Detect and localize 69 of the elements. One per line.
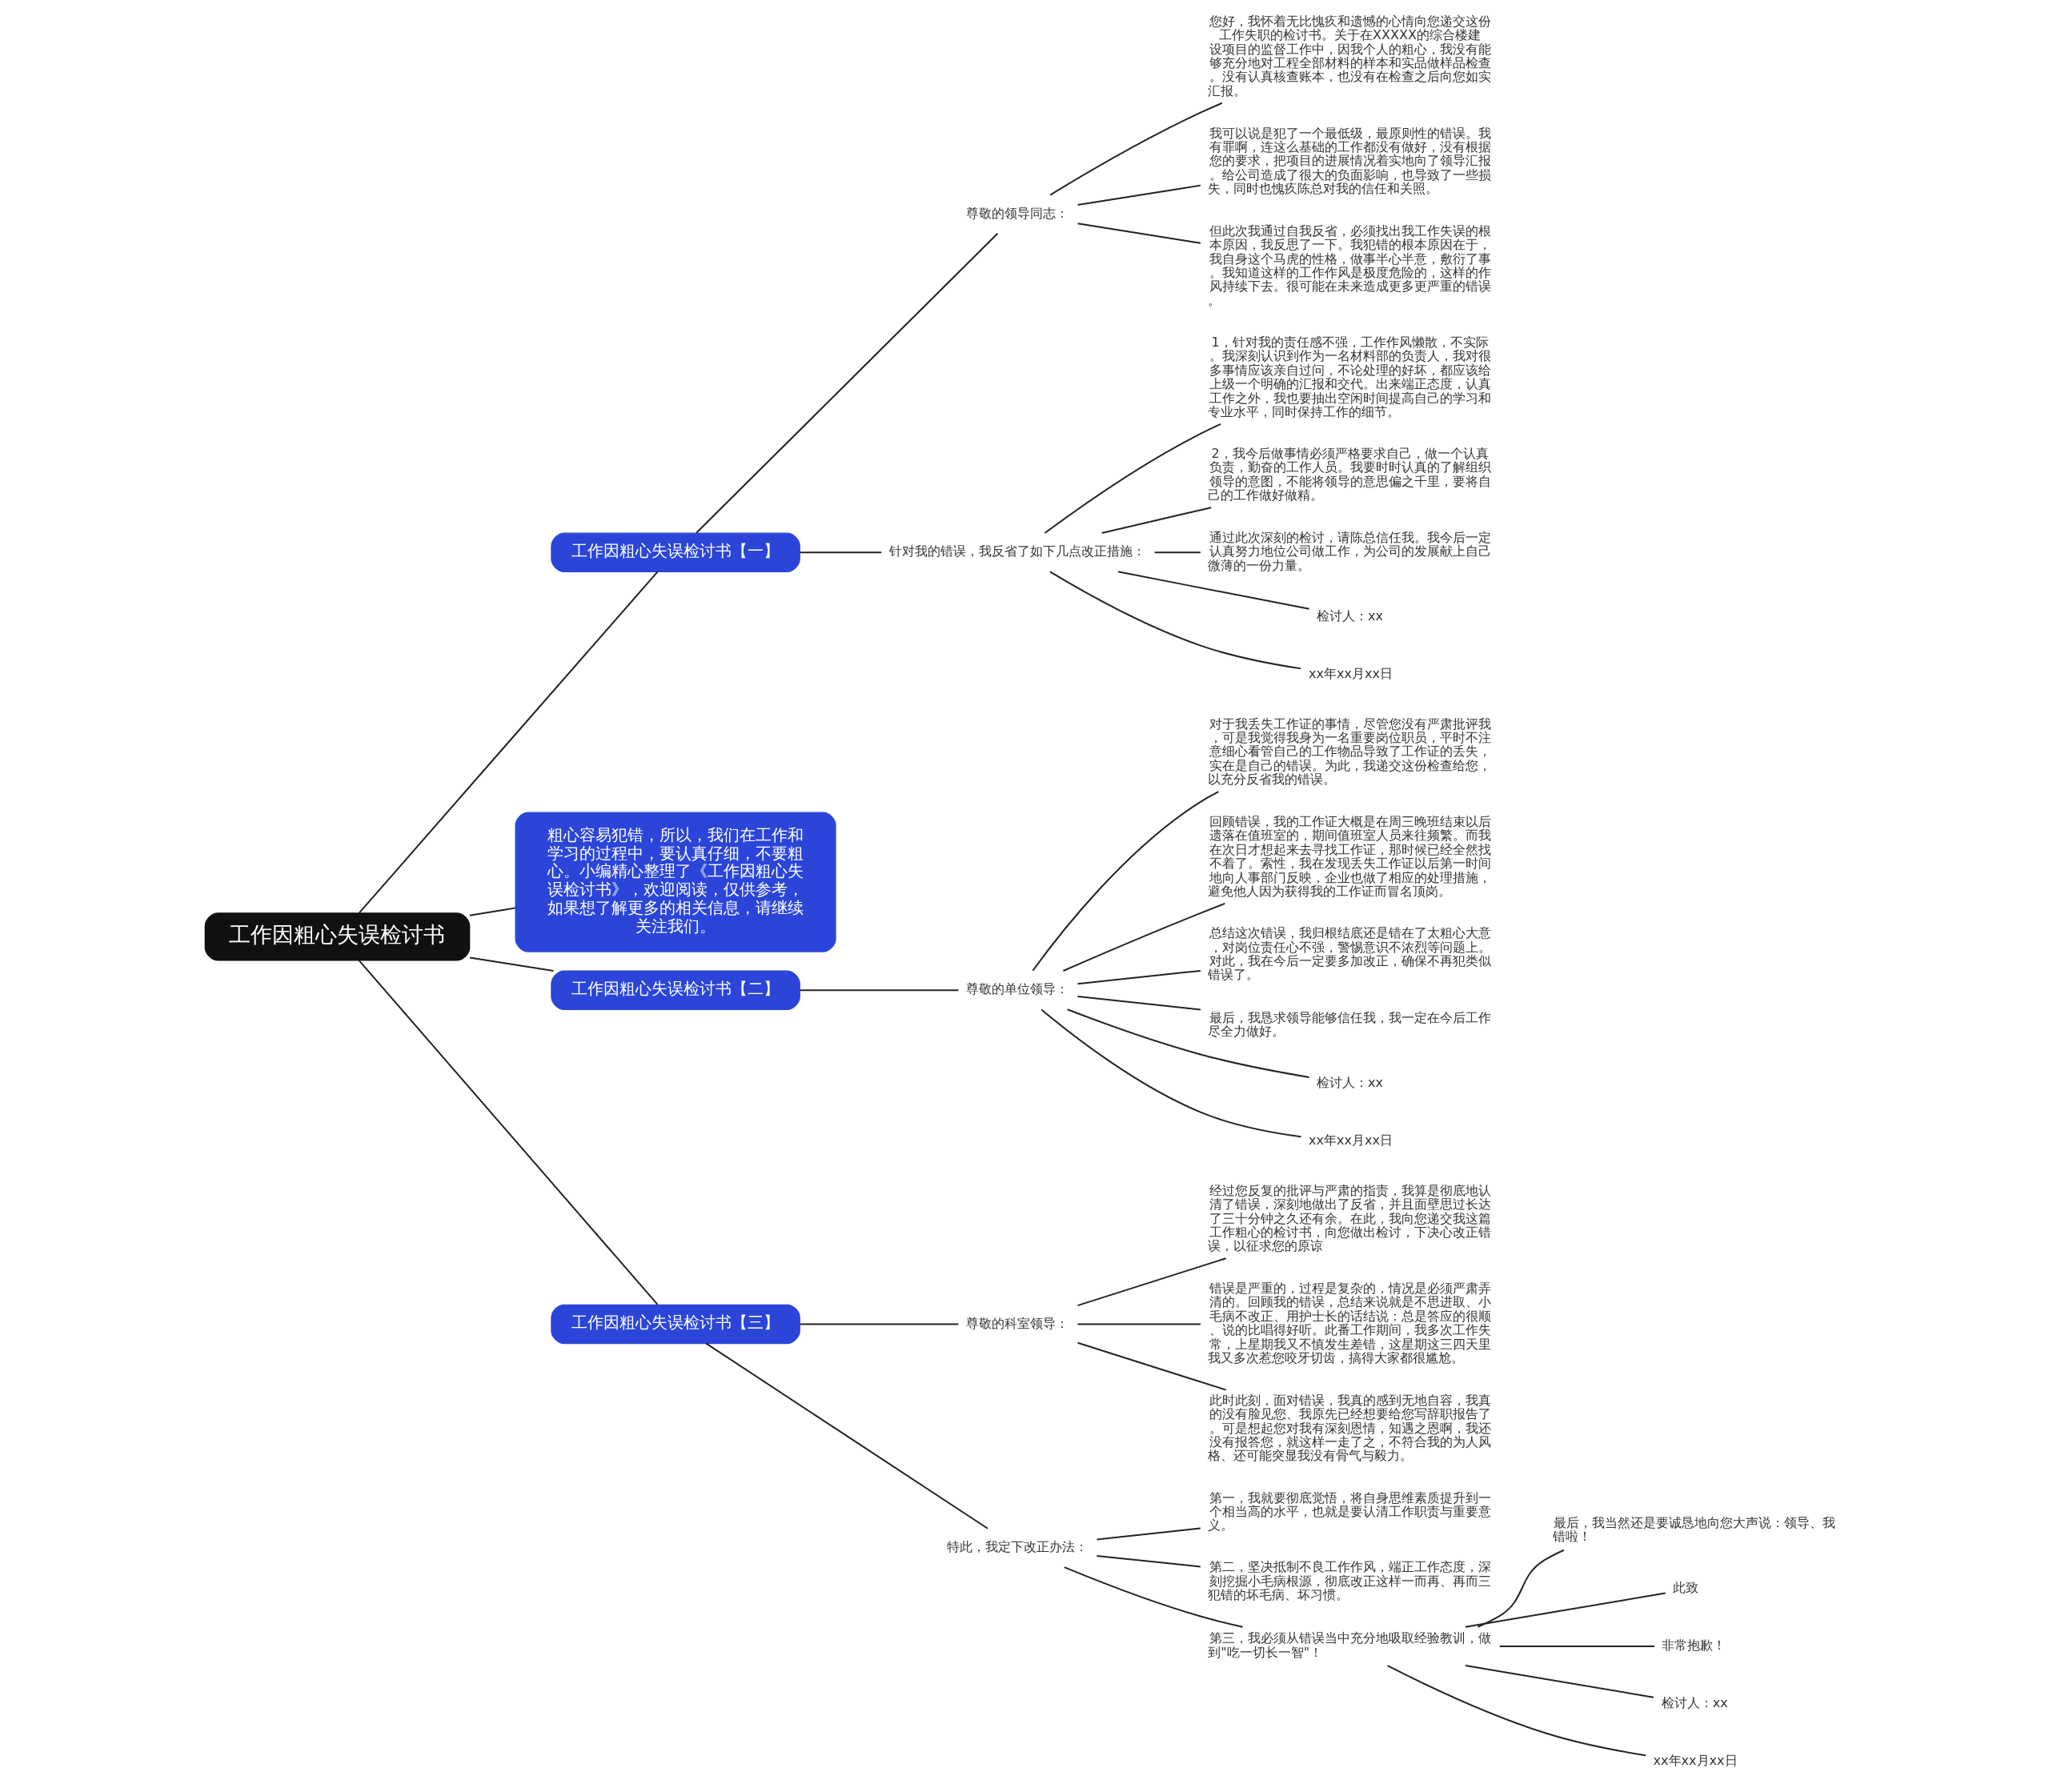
connector (1077, 1257, 1226, 1307)
node-text: 第一，我就要彻底觉悟，将自身思维素质提升到一个相当高的水平，也就是要认清工作职责与重要意义。 (1208, 1489, 1491, 1533)
node-text: 检讨人：xx (1317, 1074, 1384, 1090)
connector (1465, 1592, 1666, 1628)
connector (696, 233, 999, 534)
node-box: 粗心容易犯错，所以，我们在工作和学习的过程中，要认真仔细，不要粗心。小编精心整理了《工作因粗心失误检讨书》，欢迎阅读，仅供参考，如果想了解更多的相关信息，请继续关注我们。 (515, 812, 836, 952)
node-text: 针对我的错误，我反省了如下几点改正措施： (888, 543, 1145, 559)
node-text: 此致 (1673, 1579, 1699, 1595)
node-text: 我可以说是犯了一个最低级，最原则性的错误。我有罪啊，连这么基础的工作都没有做好，没有根据您的要求，把项目的进展情况着实地向了领导汇报。给公司造成了很大的负面影响，也导致了一些损失，同时也愧疚陈总对我的信任和关照。 (1208, 125, 1491, 197)
connector (469, 956, 554, 972)
connector (1077, 222, 1201, 244)
node-text: 总结这次错误，我归根结底还是错在了太粗心大意，对岗位责任心不强，警惕意识不浓烈等问题上。对此，我在今后一定要多加改正，确保不再犯类似错误了。 (1208, 925, 1491, 983)
connector (1077, 996, 1201, 1011)
connector (1499, 1645, 1654, 1647)
node-text: xx年xx月xx日 (1309, 1132, 1393, 1148)
node-text: 错误是严重的，过程是复杂的，情况是必须严肃弄清的。回顾我的错误，总结来说就是不思进取、小毛病不改正、用护士长的话结说：总是答应的很顺、说的比唱得好听。此番工作期间，我多次工作失常，上星期我又不慎发生差错，这星期这三四天里我又多次惹您咬牙切齿，搞得大家都很尴尬。 (1208, 1281, 1491, 1365)
node-text: 尊敬的单位领导： (966, 981, 1069, 997)
connector (1077, 1323, 1201, 1325)
node-text: 您好，我怀着无比愧疚和遗憾的心情向您递交这份工作失职的检讨书。关于在XXXXX的综合楼建设项目的监督工作中，因我个人的粗心，我没有能够充分地对工程全部材料的样本和实品做样品检查。没有认真核查账本，也没有在检查之后向您如实汇报。 (1208, 13, 1491, 98)
connector (1044, 423, 1221, 534)
node-text: 特此，我定下改正办法： (947, 1539, 1089, 1555)
connector (1117, 571, 1309, 610)
node-text: 最后，我恳求领导能够信任我，我一定在今后工作尽全力做好。 (1208, 1009, 1491, 1040)
node-text: 尊敬的领导同志： (966, 205, 1069, 221)
node-box: 工作因粗心失误检讨书【三】 (551, 1304, 800, 1345)
node-text: 尊敬的科室领导： (966, 1315, 1069, 1331)
node-text: 但此次我通过自我反省，必须找出我工作失误的根本原因，我反思了一下。我犯错的根本原因在于，我自身这个马虎的性格，做事半心半意，敷衍了事。我知道这样的工作作风是极度危险的，这样的作风持续下去。很可能在未来造成更多更严重的错误。 (1208, 222, 1491, 308)
node-text: 通过此次深刻的检讨，请陈总信任我。我今后一定认真努力地位公司做工作，为公司的发展献上自己微薄的一份力量。 (1208, 530, 1491, 573)
connector (800, 551, 882, 554)
node-text: xx年xx月xx日 (1309, 665, 1393, 681)
connector (469, 907, 516, 916)
connector (1049, 102, 1223, 196)
node-text: 第三，我必须从错误当中充分地吸取经验教训，做到"吃一切长一智"！ (1208, 1630, 1491, 1660)
node-text: 第二，坚决抵制不良工作作风，端正工作态度，深刻挖掘小毛病根源，彻底改正这样一而再、再而三犯错的坏毛病、坏习惯。 (1208, 1559, 1491, 1603)
connector (1097, 1554, 1201, 1568)
connector (1077, 1341, 1226, 1391)
node-text: 检讨人：xx (1317, 607, 1384, 623)
connector (1041, 1008, 1301, 1138)
node-text: 检讨人：xx (1661, 1695, 1728, 1711)
connector (800, 1323, 959, 1325)
connector (1477, 1549, 1565, 1628)
connector (800, 989, 959, 992)
node-text: 最后，我当然还是要诚恳地向您大声说：领导、我错啦！ (1552, 1514, 1836, 1545)
connector (1077, 184, 1201, 206)
connector (1064, 1566, 1243, 1628)
connector (358, 960, 659, 1305)
node-text: 1，针对我的责任感不强，工作作风懒散，不实际。我深刻认识到作为一名材料部的负责人，我对很多事情应该亲自过问，不论处理的好坏，都应该给上级一个明确的汇报和交代。出来端正态度，认真工作之外，我也要抽出空闲时间提高自己的学习和专业水平，同时保持工作的细节。 (1208, 334, 1491, 419)
node-box: 工作因粗心失误检讨书 (204, 912, 471, 961)
node-text: 2，我今后做事情必须严格要求自己，做一个认真负责，勤奋的工作人员。我要时时认真的了解组织领导的意图，不能将领导的意思偏之千里，要将自己的工作做好做精。 (1208, 446, 1491, 503)
connector (1101, 507, 1212, 535)
connector (359, 571, 659, 914)
connector (1465, 1665, 1654, 1698)
node-text: 此时此刻，面对错误，我真的感到无地自容，我真的没有脸见您、我原先已经想要给您写辞职报告了。可是想起您对我有深刻恩情，知遇之恩啊，我还没有报答您，就这样一走了之，不符合我的为人风格、还可能突显我没有骨气与毅力。 (1208, 1392, 1491, 1464)
node-text: 非常抱歉！ (1662, 1638, 1726, 1654)
node-box: 工作因粗心失误检讨书【二】 (551, 970, 800, 1010)
connector (1077, 969, 1201, 985)
node-text: 对于我丢失工作证的事情，尽管您没有严肃批评我，可是我觉得我身为一名重要岗位职员，平时不注意细心看管自己的工作物品导致了工作证的丢失，实在是自己的错误。为此，我递交这份检查给您，以充分反省我的错误。 (1208, 716, 1491, 788)
connector (1032, 791, 1219, 972)
node-box: 工作因粗心失误检讨书【一】 (551, 532, 800, 572)
node-text: xx年xx月xx日 (1653, 1753, 1738, 1769)
node-text: 经过您反复的批评与严肃的指责，我算是彻底地认清了错误，深刻地做出了反省，并且面壁思过长达了三十分钟之久还有余。在此，我向您递交我这篇工作粗心的检讨书，向您做出检讨，下决心改正错误，以征求您的原谅 (1208, 1182, 1491, 1254)
connector (1063, 903, 1225, 972)
connector (1067, 1008, 1309, 1078)
connector (1387, 1665, 1646, 1757)
connector (705, 1342, 988, 1529)
connector (1097, 1527, 1201, 1541)
connector (1049, 571, 1301, 670)
connector (1154, 551, 1201, 554)
node-text: 回顾错误，我的工作证大概是在周三晚班结束以后遗落在值班室的，期间值班室人员来往频繁。而我在次日才想起来去寻找工作证，那时候已经全然找不着了。索性，我在发现丢失工作证以后第一时间地向人事部门反映，企业也做了相应的处理措施，避免他人因为获得我的工作证而冒名顶岗。 (1208, 814, 1491, 899)
